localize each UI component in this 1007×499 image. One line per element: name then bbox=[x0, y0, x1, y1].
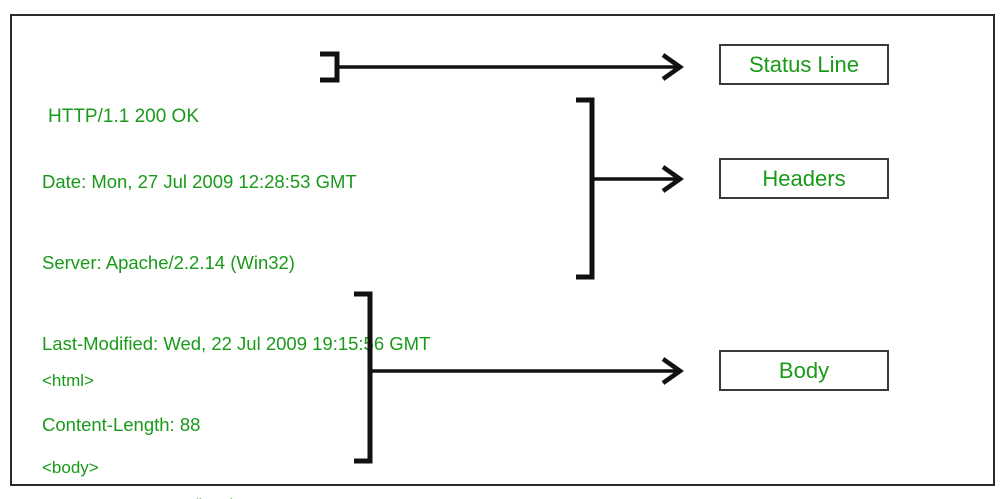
diagram-frame bbox=[10, 14, 995, 486]
header-row-last-modified: Last-Modified: Wed, 22 Jul 2009 19:15:56… bbox=[42, 333, 431, 354]
label-box-status-line: Status Line bbox=[719, 44, 889, 85]
label-box-body-text: Body bbox=[778, 357, 830, 383]
label-box-body: Body bbox=[719, 350, 889, 391]
body-row-body-open: <body> bbox=[42, 458, 99, 477]
label-box-headers-text: Headers bbox=[762, 165, 846, 191]
header-row-server: Server: Apache/2.2.14 (Win32) bbox=[42, 252, 295, 273]
header-row-content-length: Content-Length: 88 bbox=[42, 414, 201, 435]
status-line-text-block: HTTP/1.1 200 OK bbox=[48, 57, 199, 177]
headers-text-block: Date: Mon, 27 Jul 2009 12:28:53 GMT Serv… bbox=[42, 114, 430, 499]
body-text-block: <html> <body> <h1>Hello, World!</h1> </b… bbox=[42, 308, 221, 499]
status-line-row: HTTP/1.1 200 OK bbox=[48, 106, 200, 127]
label-box-status-line-text: Status Line bbox=[748, 51, 860, 77]
header-row-date: Date: Mon, 27 Jul 2009 12:28:53 GMT bbox=[42, 171, 357, 192]
body-row-html-open: <html> bbox=[42, 371, 94, 390]
header-row-content-type: Content-Type: text/html bbox=[42, 492, 430, 499]
label-box-headers: Headers bbox=[719, 158, 889, 199]
